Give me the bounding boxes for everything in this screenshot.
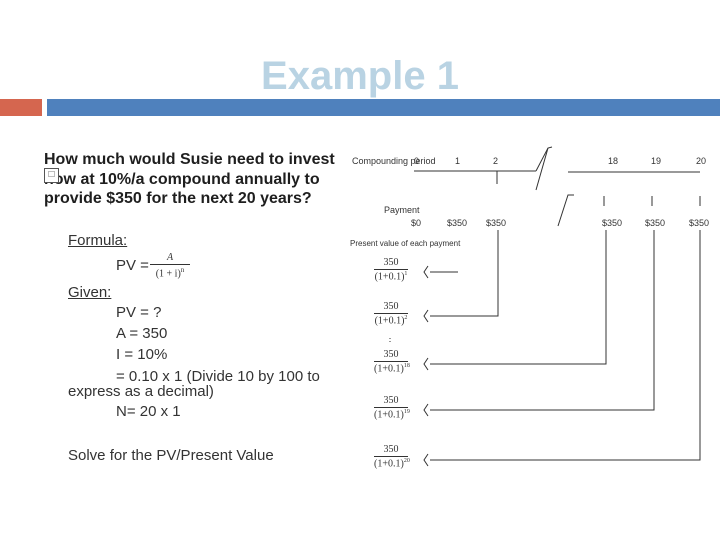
pv-fraction-18: 350 (1+0.1)18 — [374, 349, 410, 375]
slide-title: Example 1 — [261, 54, 459, 98]
compounding-period-label: Compounding period — [352, 156, 436, 166]
pv-fraction-1: 350 (1+0.1)1 — [374, 257, 408, 282]
given-i: I = 10% — [116, 346, 168, 363]
pv-fraction-20-denominator: (1+0.1) — [374, 458, 404, 470]
pv-fraction-19-denominator: (1+0.1) — [374, 409, 404, 421]
given-a: A = 350 — [116, 325, 168, 342]
pv-fraction-20: 350 (1+0.1)20 — [374, 444, 410, 470]
period-18: 18 — [608, 156, 618, 166]
pv-formula-denominator: (1 + i) — [155, 268, 181, 280]
pv-fraction-18-denominator: (1+0.1) — [374, 363, 404, 375]
pv-fraction-1-denominator: (1+0.1) — [374, 271, 405, 283]
pv-fraction-2-exponent: 2 — [404, 315, 408, 321]
pv-formula-fraction: A (1 + i)n — [150, 252, 190, 279]
pv-formula-numerator: A — [166, 252, 174, 263]
pv-fraction-2-denominator: (1+0.1) — [374, 315, 405, 327]
pv-fraction-18-exponent: 18 — [403, 363, 410, 369]
present-value-each-label: Present value of each payment — [350, 239, 461, 248]
pv-formula-lhs: PV = — [116, 257, 149, 274]
formula-label: Formula: — [68, 232, 128, 249]
solve-instruction: Solve for the PV/Present Value — [68, 447, 274, 464]
given-pv: PV = ? — [116, 304, 162, 321]
pv-fraction-2: 350 (1+0.1)2 — [374, 301, 408, 326]
pv-fraction-19: 350 (1+0.1)19 — [374, 395, 410, 421]
given-label: Given: — [68, 284, 112, 301]
payment-19: $350 — [645, 218, 665, 228]
pv-fraction-1-exponent: 1 — [404, 271, 408, 277]
period-1: 1 — [455, 156, 460, 166]
title-accent-bar-red — [0, 99, 42, 116]
pv-fraction-19-numerator: 350 — [383, 395, 399, 406]
pv-fraction-1-numerator: 350 — [383, 257, 399, 268]
given-conversion-line2: express as a decimal) — [68, 383, 214, 400]
pv-fraction-2-numerator: 350 — [383, 301, 399, 312]
payment-label: Payment — [384, 205, 420, 215]
given-conversion-line1: = 0.10 x 1 (Divide 10 by 100 to — [116, 368, 320, 385]
pv-fraction-19-exponent: 19 — [403, 409, 410, 415]
question-text: How much would Susie need to invest now … — [44, 151, 335, 207]
pv-fraction-18-numerator: 350 — [383, 349, 399, 360]
title-accent-bar-blue — [47, 99, 720, 116]
missing-glyph-icon: □ — [44, 168, 59, 183]
period-19: 19 — [651, 156, 661, 166]
payment-1: $350 — [447, 218, 467, 228]
payment-20: $350 — [689, 218, 709, 228]
pv-fraction-20-exponent: 20 — [403, 458, 410, 464]
period-20: 20 — [696, 156, 706, 166]
pv-fraction-20-numerator: 350 — [383, 444, 399, 455]
payment-18: $350 — [602, 218, 622, 228]
payment-0: $0 — [411, 218, 421, 228]
period-0: 0 — [414, 156, 419, 166]
given-n: N= 20 x 1 — [116, 403, 181, 420]
period-2: 2 — [493, 156, 498, 166]
pv-formula-exponent: n — [180, 266, 185, 274]
payment-2: $350 — [486, 218, 506, 228]
